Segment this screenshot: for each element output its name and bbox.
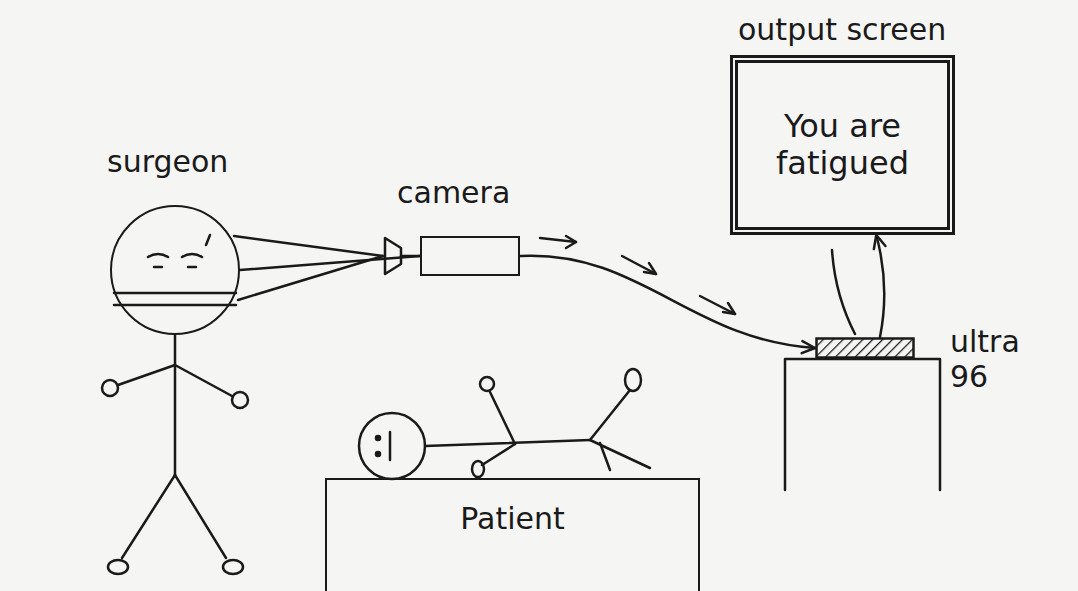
node-label: camera	[397, 176, 510, 211]
node-label: surgeon	[107, 145, 228, 180]
ultra96-board: ultra 96	[815, 337, 915, 359]
camera-lens	[234, 236, 420, 300]
text-holder: camera	[397, 176, 577, 211]
connector	[520, 256, 815, 353]
node-text: You are fatigued	[750, 108, 935, 182]
patient-figure	[359, 369, 650, 479]
node-label: output screen	[738, 13, 946, 48]
node-text: Patient	[460, 502, 564, 537]
text-holder: Patient	[327, 480, 698, 591]
patient-bed: Patient	[325, 478, 700, 591]
connector-line	[240, 256, 420, 270]
text-holder: output screen	[738, 13, 1068, 48]
arrowhead	[802, 341, 815, 353]
camera-body: camera	[420, 236, 520, 276]
output-screen: output screenYou are fatigued	[730, 55, 955, 235]
connector	[874, 235, 886, 337]
text-holder: You are fatigued	[738, 63, 947, 227]
connector-line	[876, 235, 884, 337]
text-holder: ultra 96	[950, 325, 1055, 394]
output-stroke	[832, 250, 855, 334]
board-hatch	[815, 337, 915, 359]
flow-arrows	[540, 236, 735, 314]
node-label: ultra 96	[950, 325, 1055, 394]
connector	[240, 256, 420, 270]
board-stand	[785, 359, 940, 490]
text-holder: surgeon	[107, 145, 297, 180]
surgeon-figure	[102, 335, 248, 574]
surgeon-face	[110, 205, 240, 335]
surgeon-head: surgeon	[110, 205, 240, 335]
arrowhead	[874, 235, 886, 249]
connector-line	[520, 256, 815, 348]
